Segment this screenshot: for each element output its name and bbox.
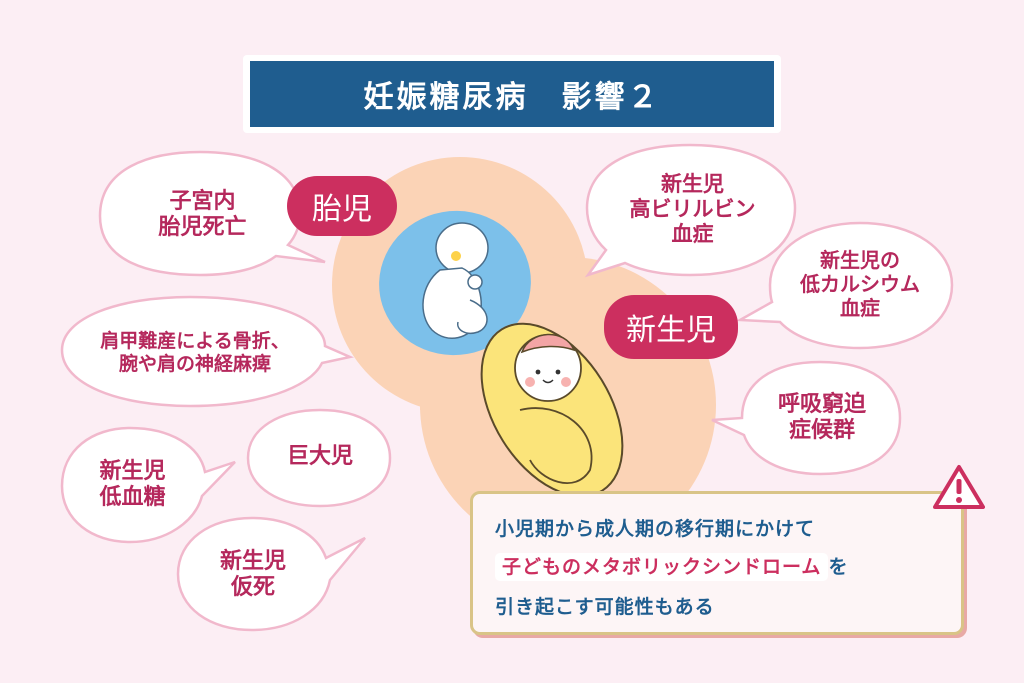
speech-bubbles [60, 143, 954, 632]
bubble-neonatal-hypoglycemia: 新生児 低血糖 [99, 458, 166, 510]
warning-line-3: 引き起こす可能性もある [495, 596, 715, 618]
bubble-hyperbilirubinemia: 新生児 高ビリルビン 血症 [629, 171, 756, 247]
title-banner: 妊娠糖尿病 影響２ [243, 55, 781, 133]
bubble-neonatal-asphyxia: 新生児 仮死 [219, 548, 286, 600]
page-title: 妊娠糖尿病 影響２ [250, 61, 774, 127]
bubble-shoulder-dystocia: 肩甲難産による骨折、 腕や肩の神経麻痺 [100, 329, 290, 375]
newborn-label: 新生児 [604, 295, 738, 359]
swaddled-baby-illustration [480, 322, 624, 498]
warning-highlight: 子どものメタボリックシンドローム [495, 553, 829, 581]
bubble-macrosomia-shape [246, 408, 392, 508]
bubble-hyperbilirubinemia-shape [584, 143, 797, 278]
warning-box: 小児期から成人期の移行期にかけて 子どものメタボリックシンドロームを 引き起こす… [470, 491, 964, 635]
bubble-asphyxia-shape [176, 516, 366, 632]
bubble-hypoglycemia-shape [60, 426, 236, 544]
fetus-label: 胎児 [287, 176, 397, 236]
bubble-respiratory-shape [711, 360, 902, 476]
fetus-illustration [379, 210, 531, 356]
warning-line-1: 小児期から成人期の移行期にかけて [495, 518, 816, 540]
warning-icon [933, 465, 985, 509]
bubble-hypocalcemia-shape [735, 221, 954, 350]
bubble-intrauterine-death: 子宮内 胎児死亡 [158, 188, 247, 240]
bubble-macrosomia: 巨大児 [286, 444, 353, 470]
warning-line-2: 子どものメタボリックシンドロームを [495, 552, 849, 581]
bubble-shoulder-dystocia-shape [60, 295, 355, 408]
warning-line-2-suffix: を [828, 556, 849, 578]
bubble-respiratory-distress: 呼吸窮迫 症候群 [777, 391, 866, 443]
bubble-hypocalcemia: 新生児の 低カルシウム 血症 [800, 248, 920, 320]
